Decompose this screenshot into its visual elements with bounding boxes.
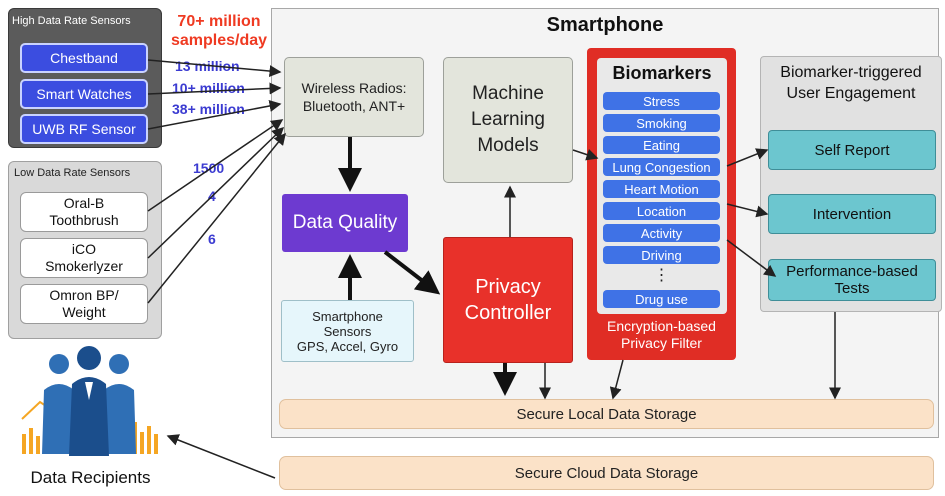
data-recipients-label: Data Recipients (30, 468, 151, 487)
engagement-title: Biomarker-triggered User Engagement (780, 64, 922, 102)
high-rate-sensors-title: High Data Rate Sensors (12, 15, 131, 27)
rate-ico: 4 (208, 188, 216, 204)
sensor-smart-watches[interactable]: Smart Watches (20, 79, 148, 109)
sensor-chestband[interactable]: Chestband (20, 43, 148, 73)
engagement-self-report[interactable]: Self Report (768, 130, 936, 170)
ml-models-box: Machine Learning Models (443, 57, 573, 183)
rate-chestband: 13 million (175, 58, 240, 74)
biomarkers-title: Biomarkers (612, 63, 712, 83)
low-rate-sensors-title: Low Data Rate Sensors (14, 167, 131, 179)
local-storage-box: Secure Local Data Storage (279, 399, 934, 429)
biomarker-stress[interactable]: Stress (603, 92, 720, 110)
rate-uwb: 38+ million (172, 101, 245, 117)
data-quality-box: Data Quality (282, 194, 408, 252)
data-recipients-icon (21, 346, 158, 456)
wireless-radios-box: Wireless Radios: Bluetooth, ANT+ (284, 57, 424, 137)
cloud-storage-box: Secure Cloud Data Storage (279, 456, 934, 490)
biomarker-drug-use[interactable]: Drug use (603, 290, 720, 308)
sensor-ico-smokerlyzer[interactable]: iCO Smokerlyzer (20, 238, 148, 278)
biomarker-lung-congestion[interactable]: Lung Congestion (603, 158, 720, 176)
smartphone-sensors-box: Smartphone Sensors GPS, Accel, Gyro (281, 300, 414, 362)
arrow-cloud-to-recipients (166, 434, 276, 479)
biomarker-eating[interactable]: Eating (603, 136, 720, 154)
engagement-performance-tests[interactable]: Performance-based Tests (768, 259, 936, 301)
biomarker-heart-motion[interactable]: Heart Motion (603, 180, 720, 198)
engagement-intervention[interactable]: Intervention (768, 194, 936, 234)
sensor-omron[interactable]: Omron BP/ Weight (20, 284, 148, 324)
rate-smart-watches: 10+ million (172, 80, 245, 96)
rate-omron: 6 (208, 231, 216, 247)
rate-oral-b: 1500 (193, 160, 225, 176)
biomarker-location[interactable]: Location (603, 202, 720, 220)
privacy-controller-box: Privacy Controller (443, 237, 573, 363)
total-samples-label: 70+ million samples/day (170, 13, 268, 49)
biomarker-driving[interactable]: Driving (603, 246, 720, 264)
biomarker-ellipsis: ⋮ (653, 267, 670, 284)
smartphone-title: Smartphone (546, 14, 664, 36)
biomarker-activity[interactable]: Activity (603, 224, 720, 242)
sensor-oral-b[interactable]: Oral-B Toothbrush (20, 192, 148, 232)
biomarker-smoking[interactable]: Smoking (603, 114, 720, 132)
privacy-filter-label: Encryption-based Privacy Filter (607, 318, 716, 351)
sensor-uwb-rf[interactable]: UWB RF Sensor (20, 114, 148, 144)
